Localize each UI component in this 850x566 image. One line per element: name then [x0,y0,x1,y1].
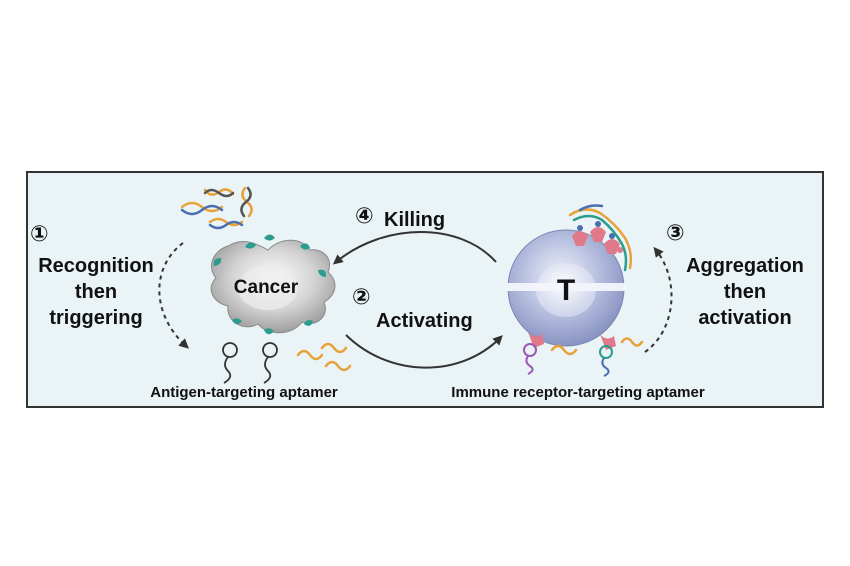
step-2-label: Activating [376,310,473,332]
step-3-line1: Aggregation [686,255,804,277]
t-cell: T [506,229,626,347]
step-4-label: Killing [384,209,445,231]
aggregation-dashed-arrow [644,246,673,353]
step-4-number: ④ [355,203,374,228]
recognition-dashed-arrow [158,242,189,349]
aggregated-dna-scaffold [568,204,633,272]
step-1-line1: Recognition [38,255,154,277]
teal-aptamers [213,234,327,335]
bound-aptamers-left [222,342,278,384]
step-3-line2: then [724,281,766,303]
orange-squiggles-left [296,342,352,372]
cancer-cell: Cancer [210,234,336,335]
step-2-number: ② [352,284,371,309]
receptor-aptamers-bottom [523,332,616,377]
receptor-aptamers-top [572,221,623,254]
cancer-nucleus [238,266,298,310]
step-3-line3: activation [698,307,791,329]
caption-left: Antigen-targeting aptamer [150,384,338,401]
t-cell-label: T [557,274,575,307]
panel-background [26,171,824,408]
cancer-label: Cancer [234,277,299,298]
activating-arrow [345,334,503,369]
step-1-line2: then [75,281,117,303]
orange-squiggles-right [550,337,644,356]
step-3-number: ③ [666,220,685,245]
t-cell-band [506,283,626,291]
dna-strands-top [180,186,253,230]
caption-right: Immune receptor-targeting aptamer [451,384,705,401]
killing-arrow [332,231,497,265]
step-1-number: ① [30,221,49,246]
step-1-line3: triggering [49,307,142,329]
